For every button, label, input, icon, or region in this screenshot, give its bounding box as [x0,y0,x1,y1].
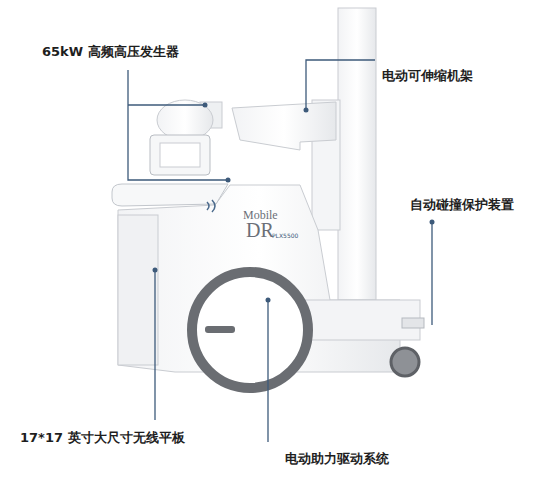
wireless-icon [212,200,215,212]
column [338,8,376,300]
handle [112,184,228,206]
leader-line [128,70,228,180]
callout-label: 电动可伸缩机架 [382,68,473,84]
leader-dot [226,178,231,183]
leader-line [128,104,205,105]
leader-dot [304,108,309,113]
caster-wheel [391,348,419,376]
model-text: DR [246,218,274,242]
wireless-icon [207,202,209,210]
arm [232,102,336,150]
leader-line [267,300,268,442]
leader-line [431,222,432,325]
leader-dot [266,298,271,303]
detector-bay [118,215,158,365]
callout-label: 自动碰撞保护装置 [410,197,514,213]
callout-label: 17*17 英寸大尺寸无线平板 [20,430,185,446]
model-number: PLX5500 [272,232,298,239]
leader-line [306,60,375,110]
collimator [150,135,210,175]
tube-head [157,100,213,140]
leader-line [154,270,155,420]
drive-wheel [192,272,308,388]
leader-lines [128,60,432,442]
callout-label: 65kW 高频高压发生器 [42,44,179,60]
callout-label: 电动助力驱动系统 [285,451,389,467]
bumper [402,318,424,328]
leader-dot [153,268,158,273]
wheel-hub [205,326,235,333]
leader-dots [153,103,435,303]
leader-dot [203,103,208,108]
collimator-window [160,143,200,167]
leader-dot [430,220,435,225]
